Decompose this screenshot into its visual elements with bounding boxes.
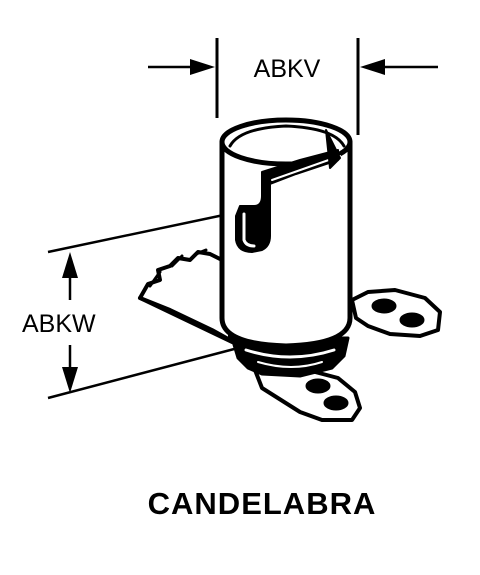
right-ear-hole-2: [399, 312, 425, 328]
right-mounting-ear: [350, 288, 442, 338]
socket-base: [230, 336, 350, 378]
lower-terminal-hole-2: [323, 395, 349, 411]
height-arrow-bottom: [62, 367, 78, 393]
diagram-caption: CANDELABRA: [148, 486, 377, 521]
height-extension-line-top: [47, 210, 239, 254]
height-arrow-top: [62, 252, 78, 278]
right-ear-hole-1: [371, 298, 397, 314]
width-dimension-label: ABKV: [254, 55, 321, 83]
height-dimension-label: ABKW: [22, 310, 96, 338]
lower-terminal-hole-1: [305, 378, 331, 394]
height-extension-line-bottom: [47, 346, 239, 400]
width-arrow-left: [190, 59, 215, 75]
lower-terminal-tab: [253, 366, 362, 422]
socket-illustration: [138, 117, 442, 422]
width-arrow-right: [360, 59, 385, 75]
bayonet-slot: [235, 149, 339, 253]
mounting-plate: [138, 248, 234, 344]
height-dimension: ABKW: [22, 210, 239, 400]
width-dimension: ABKV: [148, 38, 438, 135]
socket-cylinder: [219, 117, 353, 349]
